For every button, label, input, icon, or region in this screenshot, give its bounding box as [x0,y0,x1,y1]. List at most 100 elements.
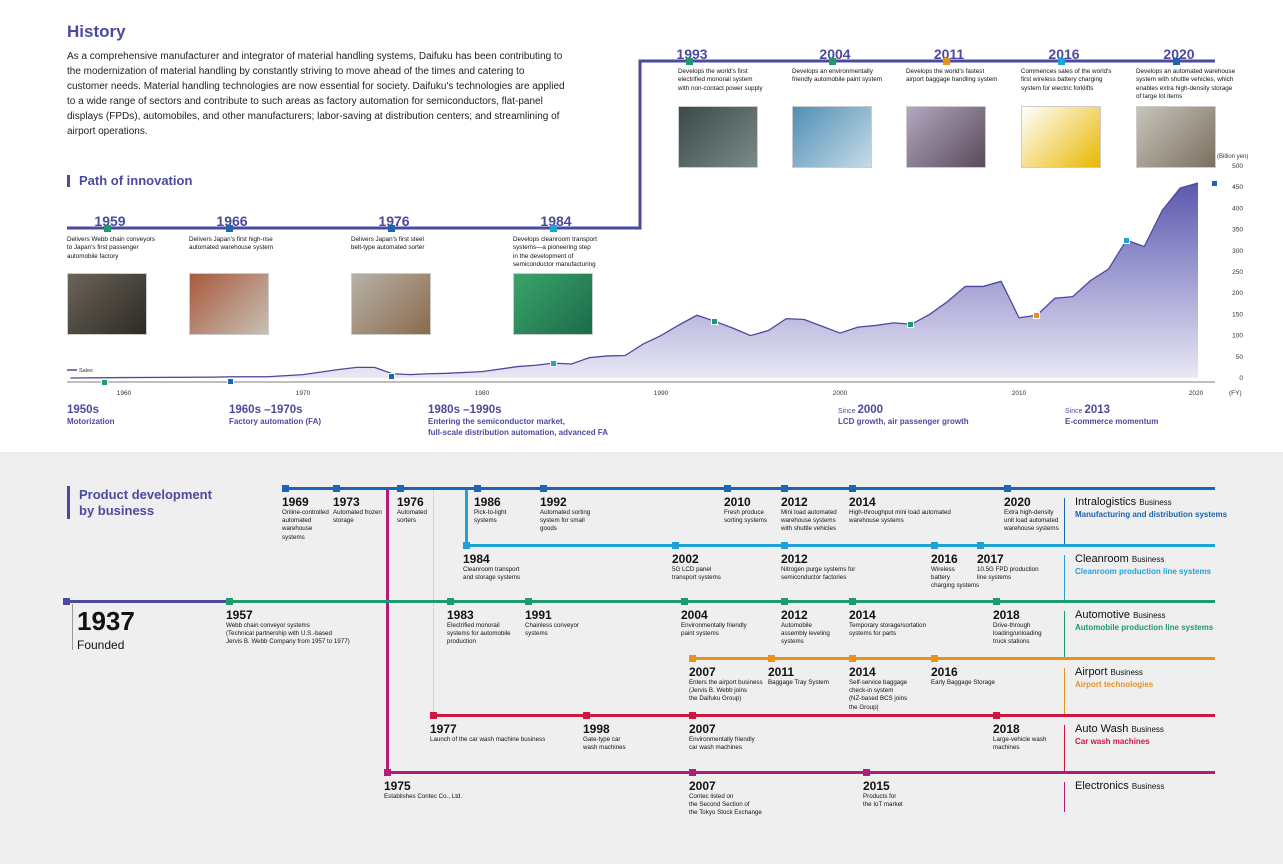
business-milestone-year: 2016 [931,665,958,679]
y-tick-label: 100 [1232,333,1243,340]
intro-paragraph: As a comprehensive manufacturer and inte… [67,51,565,137]
x-tick-label: 1960 [117,390,132,397]
business-timeline-line [229,600,1215,603]
business-milestone-year: 2020 [1004,495,1031,509]
business-milestone-description: Early Baggage Storage [931,679,995,686]
business-divider [1064,725,1065,771]
era-subtitle: Factory automation (FA) [229,417,322,426]
business-milestone-marker [849,598,856,605]
milestone-photo [792,106,872,168]
business-name-text: Airport [1075,666,1108,678]
business-timeline-line [387,771,1215,774]
y-axis-unit: (Billion yen) [1217,154,1248,160]
business-milestone-marker [993,598,1000,605]
business-milestone-description: Enters the airport business (Jervis B. W… [689,679,763,703]
milestone-photo [906,106,986,168]
business-timeline-line [285,487,1215,490]
business-milestone-description: Launch of the car wash machine business [430,736,546,743]
business-milestone-marker [474,485,481,492]
founded-label: Founded [77,638,125,652]
business-milestone-description: Baggage Tray System [768,679,829,686]
business-divider [1064,782,1065,812]
business-divider [1064,498,1065,544]
era-title-text: 1980s –1990s [428,404,502,416]
milestone-marker [388,225,395,232]
business-milestone-marker [689,712,696,719]
business-milestone-description: Environmentally friendly car wash machin… [689,736,755,752]
business-milestone-description: Mini load automated warehouse systems wi… [781,509,837,533]
business-milestone-description: Online-controlled automated warehouse sy… [282,509,329,541]
x-tick-label: 1980 [475,390,490,397]
business-name-text: Auto Wash [1075,723,1129,735]
founding-line [66,600,229,603]
business-milestone-marker [226,598,233,605]
chart-milestone-marker [550,360,557,367]
business-suffix: Business [1139,498,1172,507]
business-milestone-year: 2014 [849,608,876,622]
era-title: Since 2013 [1065,404,1158,416]
business-milestone-year: 1998 [583,722,610,736]
business-milestone-description: Fresh produce sorting systems [724,509,767,525]
business-suffix: Business [1131,782,1165,791]
business-milestone-marker [849,655,856,662]
chart-milestone-marker [101,379,108,386]
business-milestone-description: Temporary storage/sortation systems for … [849,622,927,638]
x-tick-label: 2010 [1012,390,1027,397]
y-tick-label: 500 [1232,163,1243,170]
business-milestone-description: Automated sorting system for small goods [540,509,591,533]
milestone-year: 1966 [216,213,248,229]
x-tick-label: 1970 [296,390,311,397]
business-milestone-year: 1983 [447,608,474,622]
milestone-description: Delivers Japan's first high-rise automat… [189,236,274,252]
milestone-description: Develops the world's fastest airport bag… [906,68,998,84]
business-milestone-marker [583,712,590,719]
milestone-description: Develops an environmentally friendly aut… [792,68,882,84]
business-milestone-marker [672,542,679,549]
sales-line [70,182,1199,379]
business-milestone-marker [384,769,391,776]
legend-label: Sales [79,368,93,374]
business-subtitle: Cleanroom production line systems [1075,567,1212,576]
business-milestone-year: 2007 [689,722,716,736]
x-tick-label: 2020 [1189,390,1204,397]
y-tick-label: 350 [1232,227,1243,234]
era-title-text: 1960s –1970s [229,404,303,416]
business-milestone-marker [931,542,938,549]
milestone-marker [943,58,950,65]
business-milestone-marker [781,485,788,492]
era-title: 1980s –1990s [428,404,608,416]
business-milestone-marker [993,712,1000,719]
y-tick-label: 50 [1236,354,1244,361]
founding-bracket [72,604,73,650]
milestone-year: 2004 [819,46,851,62]
business-milestone-marker [768,655,775,662]
business-milestone-year: 1969 [282,495,309,509]
milestone-year: 2011 [933,46,965,62]
milestone-marker [550,225,557,232]
milestone-photo [189,273,269,335]
y-tick-label: 250 [1232,269,1243,276]
business-timeline-line [465,544,1215,547]
chart-milestone-marker [1211,180,1218,187]
milestone-year: 1959 [94,213,126,229]
business-milestone-marker [977,542,984,549]
business-divider [1064,555,1065,601]
milestone-photo [678,106,758,168]
business-milestone-year: 2002 [672,552,699,566]
milestone-description: Delivers Japan's first steel belt-type a… [351,236,425,252]
business-milestone-year: 2016 [931,552,958,566]
business-suffix: Business [1133,611,1166,620]
business-suffix: Business [1110,668,1143,677]
business-milestone-description: Extra high-density unit load automated w… [1004,509,1059,533]
business-milestone-description: Automated frozen storage [333,509,382,525]
era-subtitle: Motorization [67,417,115,426]
business-name-text: Automotive [1075,609,1131,621]
era-title: 1960s –1970s [229,404,321,416]
chart-milestone-marker [388,373,395,380]
y-tick-label: 200 [1232,290,1243,297]
business-suffix: Business [1131,725,1164,734]
cleanroom-branch [465,488,468,545]
business-milestone-marker [863,769,870,776]
